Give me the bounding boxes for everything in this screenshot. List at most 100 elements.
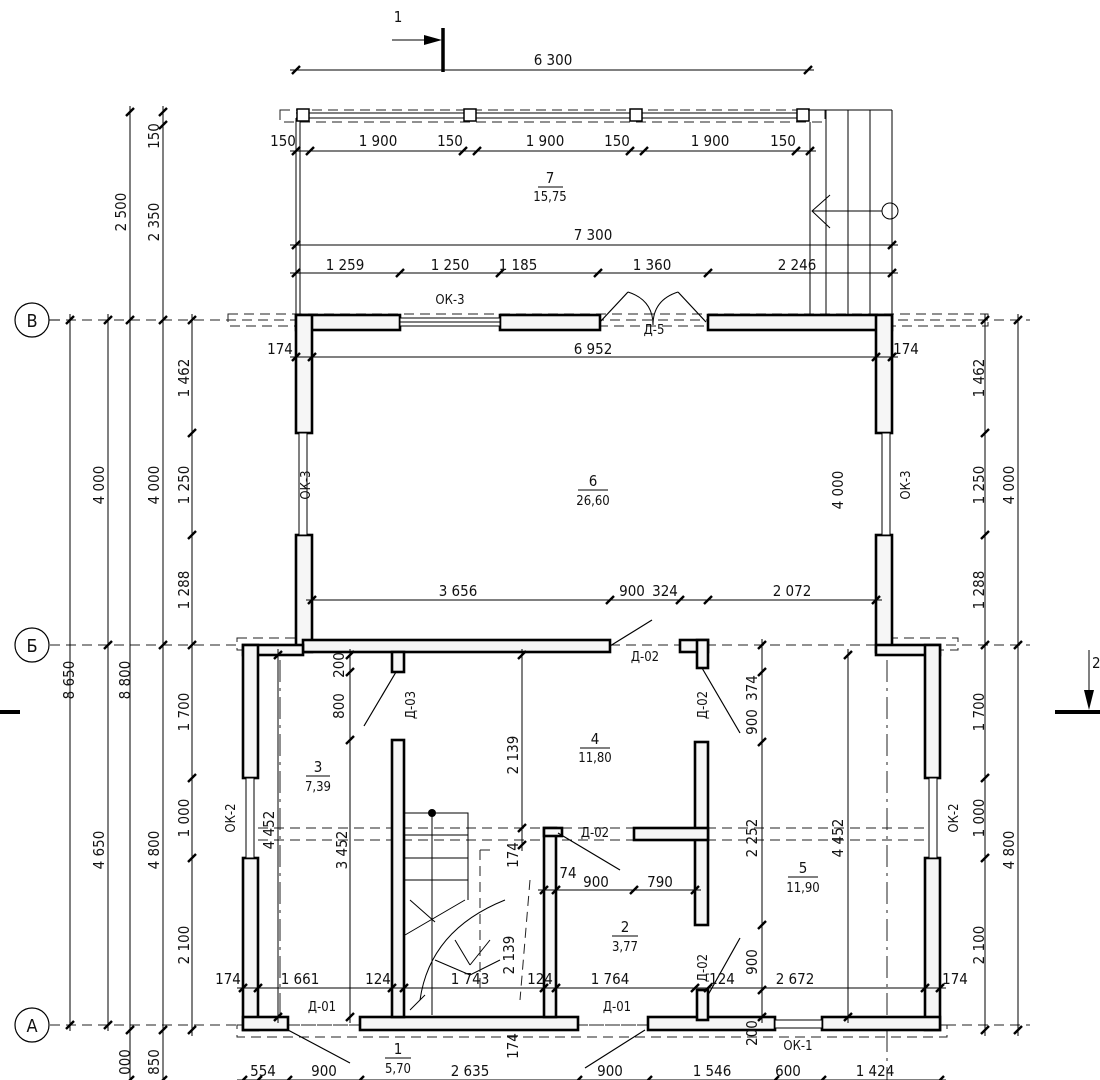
svg-text:4: 4 xyxy=(591,730,600,748)
dimension-tick xyxy=(887,240,897,250)
dimension-tick xyxy=(125,107,135,117)
section-marker-1: 1 xyxy=(392,8,445,72)
dimension-tick xyxy=(158,315,168,325)
svg-text:174: 174 xyxy=(504,1033,522,1059)
svg-text:Д-01: Д-01 xyxy=(603,1000,631,1015)
svg-text:2 100: 2 100 xyxy=(175,926,193,965)
svg-text:554: 554 xyxy=(250,1062,276,1080)
dimension-tick xyxy=(517,650,527,660)
dimension-tick xyxy=(128,1075,135,1080)
dimension-tick xyxy=(305,146,315,156)
svg-text:ОК-1: ОК-1 xyxy=(783,1039,812,1054)
svg-text:3: 3 xyxy=(314,758,323,776)
dimension-lines xyxy=(65,65,1023,1080)
dimension-tick xyxy=(820,1075,827,1080)
dimension-tick xyxy=(187,640,197,650)
dimension-tick xyxy=(757,737,767,747)
svg-text:Б: Б xyxy=(26,636,37,657)
entry-arrow-icon xyxy=(811,194,899,229)
dimension-tick xyxy=(980,853,990,863)
dimension-tick xyxy=(843,1012,853,1022)
svg-text:3 452: 3 452 xyxy=(333,831,351,870)
svg-text:900: 900 xyxy=(619,582,645,600)
dimension-tick xyxy=(887,268,897,278)
post xyxy=(796,108,810,122)
dimension-texts: 6 300 150 1 900 150 1 900 150 1 900 150 … xyxy=(60,51,1018,1080)
room-5-label: 511,90 xyxy=(786,859,819,896)
svg-text:26,60: 26,60 xyxy=(576,494,609,509)
dimension-tick xyxy=(291,240,301,250)
dimension-tick xyxy=(805,146,815,156)
svg-text:2: 2 xyxy=(621,918,630,936)
dimension-tick xyxy=(938,1075,945,1080)
window-ok3-right xyxy=(881,432,891,536)
dimension-tick xyxy=(593,268,603,278)
svg-text:3,77: 3,77 xyxy=(612,940,638,955)
post xyxy=(296,108,310,122)
dimension-tick xyxy=(803,65,813,75)
svg-text:1 462: 1 462 xyxy=(175,359,193,398)
dimension-tick xyxy=(187,530,197,540)
room-6-label: 626,60 xyxy=(576,472,609,509)
dimension-tick xyxy=(187,1025,197,1035)
post xyxy=(629,108,643,122)
svg-text:ОК-2: ОК-2 xyxy=(224,803,239,832)
svg-text:150: 150 xyxy=(770,132,796,150)
svg-text:5,70: 5,70 xyxy=(385,1062,411,1077)
svg-text:ОК-2: ОК-2 xyxy=(947,803,962,832)
walls xyxy=(241,313,942,1032)
dimension-tick xyxy=(158,640,168,650)
dimension-tick xyxy=(757,920,767,930)
svg-text:124: 124 xyxy=(527,970,553,988)
svg-text:4 000: 4 000 xyxy=(1000,466,1018,505)
dimension-tick xyxy=(345,667,355,677)
svg-text:8 650: 8 650 xyxy=(60,661,78,700)
svg-text:1 700: 1 700 xyxy=(175,693,193,732)
staircase xyxy=(404,809,531,1015)
svg-text:2: 2 xyxy=(1092,654,1100,672)
svg-text:000: 000 xyxy=(116,1049,134,1075)
dimension-tick xyxy=(103,1020,113,1030)
dimension-tick xyxy=(238,983,248,993)
svg-text:2 139: 2 139 xyxy=(504,736,522,775)
dimension-tick xyxy=(399,983,409,993)
dimension-tick xyxy=(539,983,549,993)
svg-text:1 360: 1 360 xyxy=(633,256,672,274)
dimension-tick xyxy=(187,773,197,783)
room-7-label: 715,75 xyxy=(533,169,566,205)
svg-text:1 185: 1 185 xyxy=(499,256,538,274)
room-4-label: 411,80 xyxy=(578,730,611,766)
dimension-tick xyxy=(125,315,135,325)
svg-text:150: 150 xyxy=(604,132,630,150)
svg-text:ОК-3: ОК-3 xyxy=(435,293,464,308)
svg-text:4 452: 4 452 xyxy=(829,819,847,858)
svg-text:1 288: 1 288 xyxy=(970,571,988,610)
svg-text:Д-02: Д-02 xyxy=(696,954,711,982)
svg-text:Д-5: Д-5 xyxy=(644,323,665,338)
dimension-tick xyxy=(273,1012,283,1022)
dimension-tick xyxy=(103,315,113,325)
dimension-tick xyxy=(703,595,713,605)
dimension-tick xyxy=(539,885,549,895)
svg-text:1 462: 1 462 xyxy=(970,359,988,398)
window-ok2-left xyxy=(245,777,255,859)
svg-text:1 000: 1 000 xyxy=(175,799,193,838)
svg-text:850: 850 xyxy=(145,1049,163,1075)
svg-text:1 900: 1 900 xyxy=(691,132,730,150)
dimension-tick xyxy=(253,983,263,993)
dimension-tick xyxy=(291,146,301,156)
dimension-tick xyxy=(980,640,990,650)
svg-text:11,80: 11,80 xyxy=(578,751,611,766)
dimension-tick xyxy=(920,983,930,993)
opening-labels: ОК-3 Д-5 ОК-3 ОК-3 Д-02 Д-03 Д-02 Д-02 О… xyxy=(224,293,962,1054)
dimension-tick xyxy=(887,352,897,362)
axis-marker-v: В xyxy=(14,302,60,338)
svg-text:Д-02: Д-02 xyxy=(631,650,659,665)
svg-text:Д-02: Д-02 xyxy=(696,691,711,719)
window-ok1 xyxy=(774,1019,823,1029)
svg-text:374: 374 xyxy=(743,675,761,701)
dimension-tick xyxy=(980,1025,990,1035)
svg-text:900: 900 xyxy=(311,1062,337,1080)
dimension-tick xyxy=(103,640,113,650)
dimension-tick xyxy=(871,595,881,605)
